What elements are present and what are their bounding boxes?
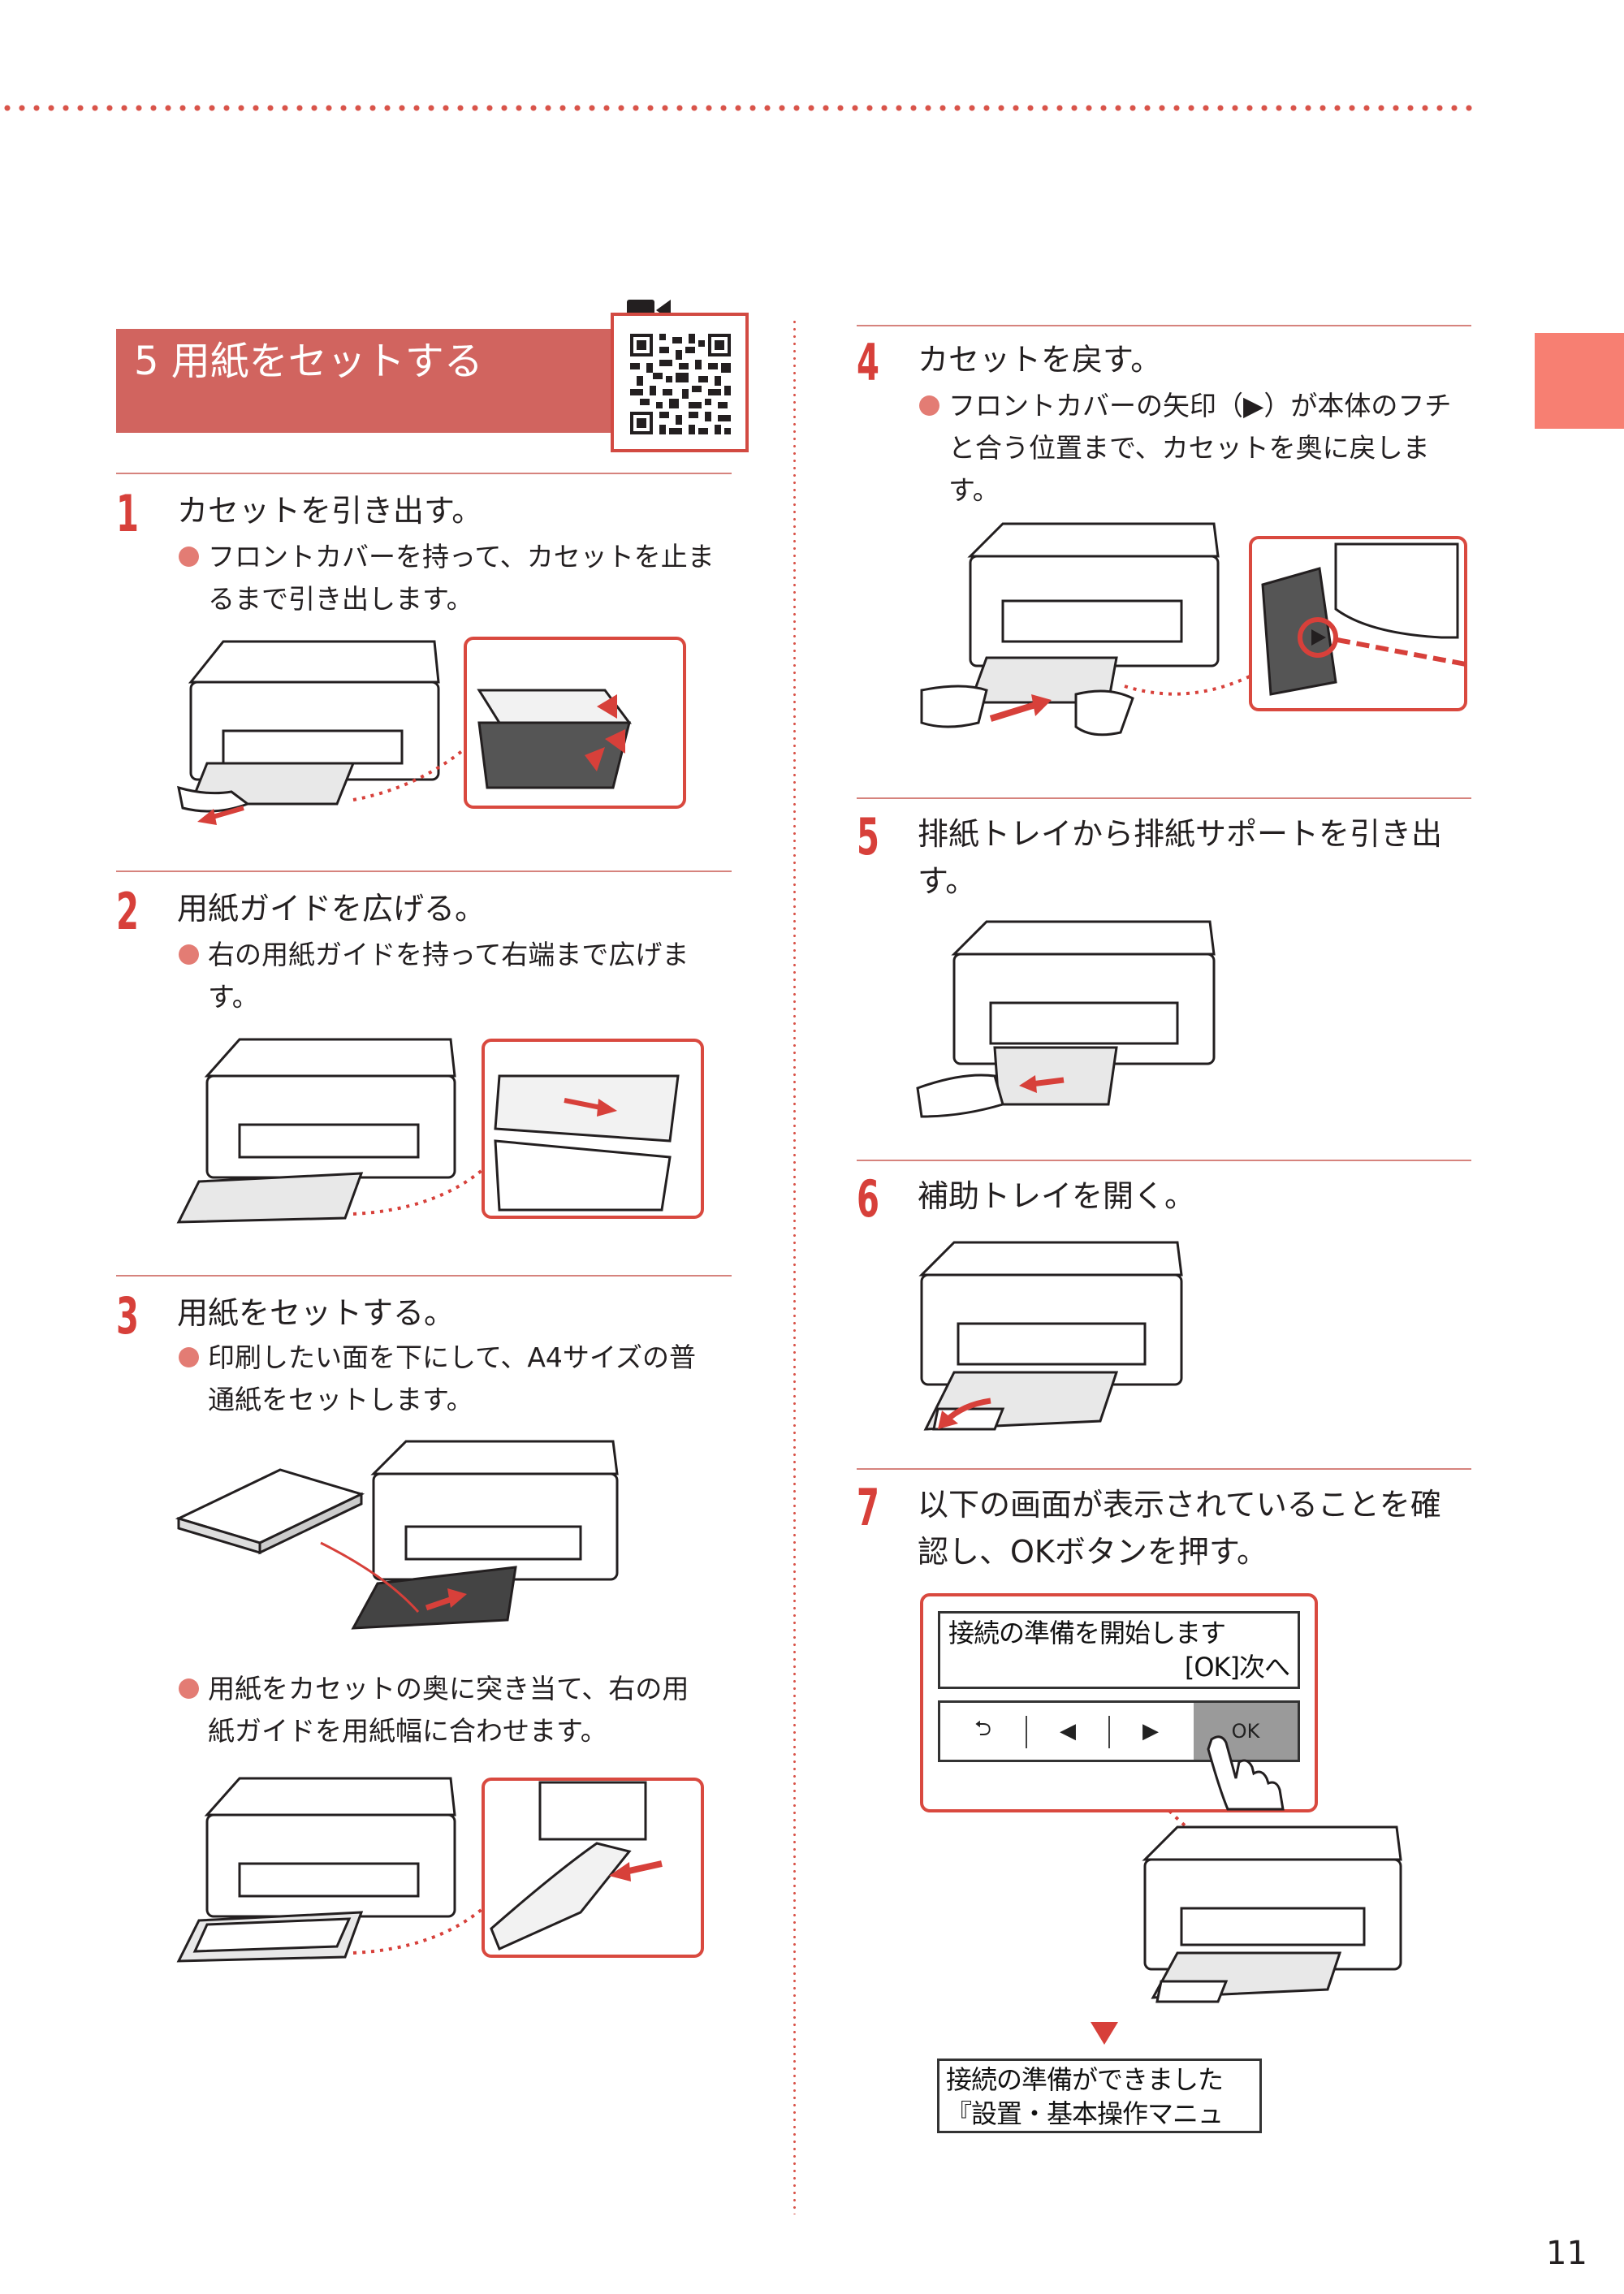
bullet-dot: [179, 1347, 199, 1367]
section-header-bar: [116, 329, 620, 433]
step-1-title: カセットを引き出す。: [177, 493, 483, 529]
bullet-dot: [179, 944, 199, 965]
step-3-illustration-paper: [175, 1440, 619, 1630]
step-1-bullet-line-2: るまで引き出します。: [208, 583, 473, 615]
step-2-title: 用紙ガイドを広げる。: [177, 891, 486, 927]
lcd-message-line-1: 接続の準備を開始します: [948, 1618, 1226, 1648]
step-4-number: 4: [857, 333, 879, 392]
lcd-screen-ready: 接続の準備ができました 『設置・基本操作マニュ: [937, 2059, 1262, 2133]
step-3-bullet-2-line-2: 紙ガイドを用紙幅に合わせます。: [208, 1715, 607, 1747]
back-arrow-icon: ⮌: [974, 1717, 991, 1741]
bullet-dot: [919, 395, 939, 416]
step-6-number: 6: [857, 1169, 879, 1229]
step-1-rule: [116, 473, 732, 474]
step-2-bullet-line-1: 右の用紙ガイドを持って右端まで広げま: [208, 939, 689, 970]
step-3-bullet-1-line-1: 印刷したい面を下にして、A4サイズの普: [208, 1341, 696, 1373]
step-3-bullet-1: 印刷したい面を下にして、A4サイズの普 通紙をセットします。: [177, 1337, 696, 1421]
step-5-number: 5: [857, 807, 879, 866]
step-3-bullet-2: 用紙をカセットの奥に突き当て、右の用 紙ガイドを用紙幅に合わせます。: [177, 1668, 689, 1752]
qr-code-link[interactable]: [611, 313, 749, 452]
step-1-bullet: フロントカバーを持って、カセットを止ま るまで引き出します。: [177, 536, 715, 620]
step-1-number: 1: [116, 484, 139, 543]
column-divider: [793, 318, 796, 2214]
step-5-title-line-1: 排紙トレイから排紙サポートを引き出: [918, 816, 1443, 852]
right-triangle-icon: ▶: [1142, 1719, 1159, 1743]
step-4-bullet-line-1: フロントカバーの矢印（▶）が本体のフチ: [948, 390, 1452, 421]
step-7-printer-illustration: [1142, 1811, 1402, 2003]
step-6-title: 補助トレイを開く。: [918, 1178, 1196, 1214]
chapter-side-tab: [1535, 333, 1624, 429]
down-triangle-icon: [1091, 2022, 1118, 2045]
step-3-rule: [116, 1275, 732, 1277]
step-7-rule: [857, 1468, 1471, 1470]
back-button[interactable]: ⮌: [940, 1703, 1026, 1760]
top-dotted-divider: [0, 104, 1478, 112]
step-2-number: 2: [116, 882, 139, 941]
step-2-rule: [116, 871, 732, 872]
bullet-dot: [179, 1678, 199, 1699]
step-7-number: 7: [857, 1478, 879, 1537]
step-7-title-line-1: 以下の画面が表示されていることを確: [918, 1487, 1441, 1523]
step-6-rule: [857, 1160, 1471, 1161]
step-5-title-line-2: す。: [918, 863, 977, 899]
step-5-illustration: [916, 920, 1216, 1118]
qr-code-icon: [630, 334, 731, 434]
bullet-dot: [179, 546, 199, 567]
finger-press-icon: [1207, 1735, 1285, 1811]
left-triangle-icon: ◀: [1060, 1719, 1076, 1743]
page-number: 11: [1546, 2235, 1587, 2272]
lcd-screen-start: 接続の準備を開始します [OK]次へ: [938, 1611, 1300, 1689]
lcd-button-bar: ⮌ ◀ ▶ OK: [938, 1700, 1300, 1762]
lcd-ready-line-2: 『設置・基本操作マニュ: [946, 2098, 1224, 2129]
step-2-illustration: [176, 1038, 704, 1224]
step-2-bullet-line-2: す。: [208, 981, 259, 1013]
ok-button-label: OK: [1231, 1720, 1260, 1743]
step-4-bullet-line-3: す。: [948, 474, 1000, 506]
step-4-illustration: [920, 522, 1467, 737]
step-1-illustration: [177, 637, 686, 825]
step-4-rule: [857, 325, 1471, 326]
step-7-title-line-2: 認し、OKボタンを押す。: [918, 1534, 1268, 1570]
step-4-bullet: フロントカバーの矢印（▶）が本体のフチ と合う位置まで、カセットを奥に戻しま す…: [918, 385, 1451, 512]
step-2-bullet: 右の用紙ガイドを持って右端まで広げま す。: [177, 934, 689, 1018]
left-button[interactable]: ◀: [1027, 1703, 1108, 1760]
section-title: 5 用紙をセットする: [134, 339, 483, 384]
button-separator: [1108, 1716, 1110, 1748]
right-button[interactable]: ▶: [1110, 1703, 1191, 1760]
lcd-panel-callout: 接続の準備を開始します [OK]次へ ⮌ ◀ ▶ OK: [920, 1593, 1318, 1812]
lcd-ready-line-1: 接続の準備ができました: [946, 2064, 1224, 2095]
step-3-bullet-2-line-1: 用紙をカセットの奥に突き当て、右の用: [208, 1673, 689, 1704]
button-separator: [1026, 1716, 1027, 1748]
step-3-number: 3: [116, 1286, 139, 1346]
lcd-message-line-2: [OK]次へ: [1184, 1652, 1290, 1683]
step-3-illustration-guide: [176, 1777, 704, 1963]
step-3-bullet-1-line-2: 通紙をセットします。: [208, 1384, 473, 1415]
step-4-bullet-line-2: と合う位置まで、カセットを奥に戻しま: [948, 432, 1430, 464]
step-3-title: 用紙をセットする。: [177, 1295, 456, 1331]
step-1-bullet-line-1: フロントカバーを持って、カセットを止ま: [208, 541, 715, 572]
step-5-rule: [857, 797, 1471, 799]
step-6-illustration: [918, 1241, 1183, 1431]
step-4-title: カセットを戻す。: [918, 342, 1162, 378]
